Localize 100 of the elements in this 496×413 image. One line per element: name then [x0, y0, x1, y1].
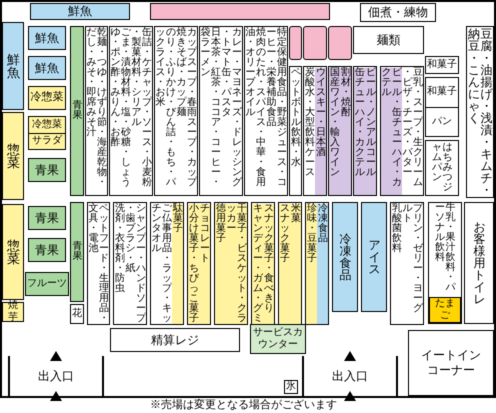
sales-area [332, 202, 358, 312]
section-label: ウイスキー・日本酒 [315, 68, 326, 195]
shelf [328, 66, 352, 196]
section-label: 珍味・豆菓子 [306, 204, 317, 324]
section-label: アイス [368, 239, 380, 275]
section-label: 惣菜 [6, 239, 20, 265]
sales-area [28, 116, 66, 150]
sales-area [70, 202, 84, 302]
section-label: 花 [71, 306, 83, 321]
shelf [303, 66, 327, 196]
sign-board [328, 26, 352, 60]
section-label: 冷惣菜 [31, 118, 63, 132]
section-label: 駄菓子 [172, 204, 183, 324]
sign-board [289, 26, 302, 60]
section-label: スナック菓子 [279, 204, 290, 324]
section-label: 氷 [285, 380, 297, 394]
section-label: 干菓子・ビスケット・クラッカー [226, 204, 247, 324]
section-label: お客様用トイレ [472, 221, 486, 305]
section-label: 精算レジ [150, 332, 200, 348]
sales-area [2, 112, 24, 200]
sales-area [360, 3, 436, 22]
sales-area [25, 272, 69, 296]
section-label: チョコレート [199, 204, 210, 324]
sales-area [110, 328, 240, 352]
section-label: 佃煮・練物 [367, 4, 429, 21]
section-label: サラダ [29, 132, 65, 149]
section-label: シャンプー・ハンドソープ・歯ブラシ・紙 [125, 204, 146, 324]
sales-area [70, 26, 84, 196]
shelf [150, 202, 184, 325]
sales-area [28, 238, 66, 262]
section-label: サービスカウンター [252, 326, 304, 352]
shelf [244, 26, 288, 196]
section-label: キャンディー・ガム・グミ [252, 204, 263, 324]
section-label: 小分け菓子・ちびっこ菓子 [188, 204, 199, 324]
section-label: 割材・焼酎 [340, 68, 351, 195]
section-label: ビール・缶チューハイ・カクテル [381, 68, 402, 195]
shelf [109, 26, 153, 196]
sign-board [150, 3, 330, 20]
section-label: 鮮魚 [6, 53, 20, 79]
section-label: 麺類 [376, 32, 402, 48]
shelf [154, 26, 198, 196]
shelf [187, 202, 211, 325]
section-label: 国産ワイン・輸入ワイン [329, 68, 340, 195]
sales-area [408, 330, 494, 396]
shelf [199, 26, 243, 196]
section-label: 鮮魚 [34, 60, 60, 76]
sales-area [361, 202, 387, 312]
section-label: スナック菓子・食べきり [263, 204, 274, 324]
shelf [428, 202, 462, 324]
shelf [353, 66, 377, 196]
sales-area [28, 56, 66, 80]
shelf [278, 202, 302, 325]
sales-area [2, 302, 24, 322]
sales-area [30, 3, 130, 20]
section-label: 青果 [34, 162, 60, 178]
section-label: 米菓 [290, 204, 301, 324]
section-label: 出入口 [38, 368, 74, 385]
shelf [251, 202, 275, 325]
sales-area [353, 26, 424, 54]
shelf [380, 66, 424, 196]
section-label: ビール・ノンアルコール [365, 68, 376, 195]
shelf [390, 202, 424, 325]
section-label: たまご [434, 298, 456, 322]
sign-board [303, 26, 327, 60]
section-label: 和菓子 [426, 84, 458, 99]
section-label: フルーツ [26, 276, 68, 291]
caption: ※売場は変更となる場合がございます [150, 399, 337, 412]
sales-area [28, 158, 66, 182]
shelf [214, 202, 248, 325]
section-label: 青果 [72, 242, 82, 262]
shelf [305, 202, 329, 325]
section-label: 和菓子 [426, 58, 458, 72]
section-label: 鮮魚 [34, 30, 60, 46]
section-label: はちみつジャムパン [432, 143, 452, 193]
sales-area [2, 22, 24, 110]
section-label: 冷凍食品 [317, 204, 328, 324]
sales-area [464, 202, 494, 324]
section-label: 出入口 [332, 368, 368, 385]
section-label: 青果 [72, 101, 82, 121]
sales-area [28, 86, 66, 110]
section-label: 鮮魚 [67, 4, 93, 19]
section-label: 青果 [34, 242, 60, 258]
sales-area [28, 26, 66, 50]
sales-area [425, 140, 459, 196]
section-label: 青果 [34, 210, 60, 226]
section-label: パン [426, 106, 458, 136]
sales-area [28, 206, 66, 230]
section-label: 徳用菓子 [215, 204, 226, 324]
section-label: 惣菜 [6, 143, 20, 169]
shelf [113, 202, 147, 325]
section-label: 冷凍食品 [338, 233, 352, 281]
section-label: 冷惣菜 [30, 90, 64, 106]
sales-area [2, 204, 24, 300]
section-label: 豆腐・油揚げ・浅漬・キムチ・納豆・こんにゃく [468, 28, 492, 196]
sales-area [429, 297, 461, 323]
section-label: ご仏事用品・ラップ・キッチンタオル [151, 204, 172, 324]
section-label: イートインコーナー [420, 347, 482, 379]
section-label: 缶チューハイ・カクテル [354, 68, 365, 195]
sales-area [425, 77, 459, 137]
sales-area [70, 304, 84, 324]
